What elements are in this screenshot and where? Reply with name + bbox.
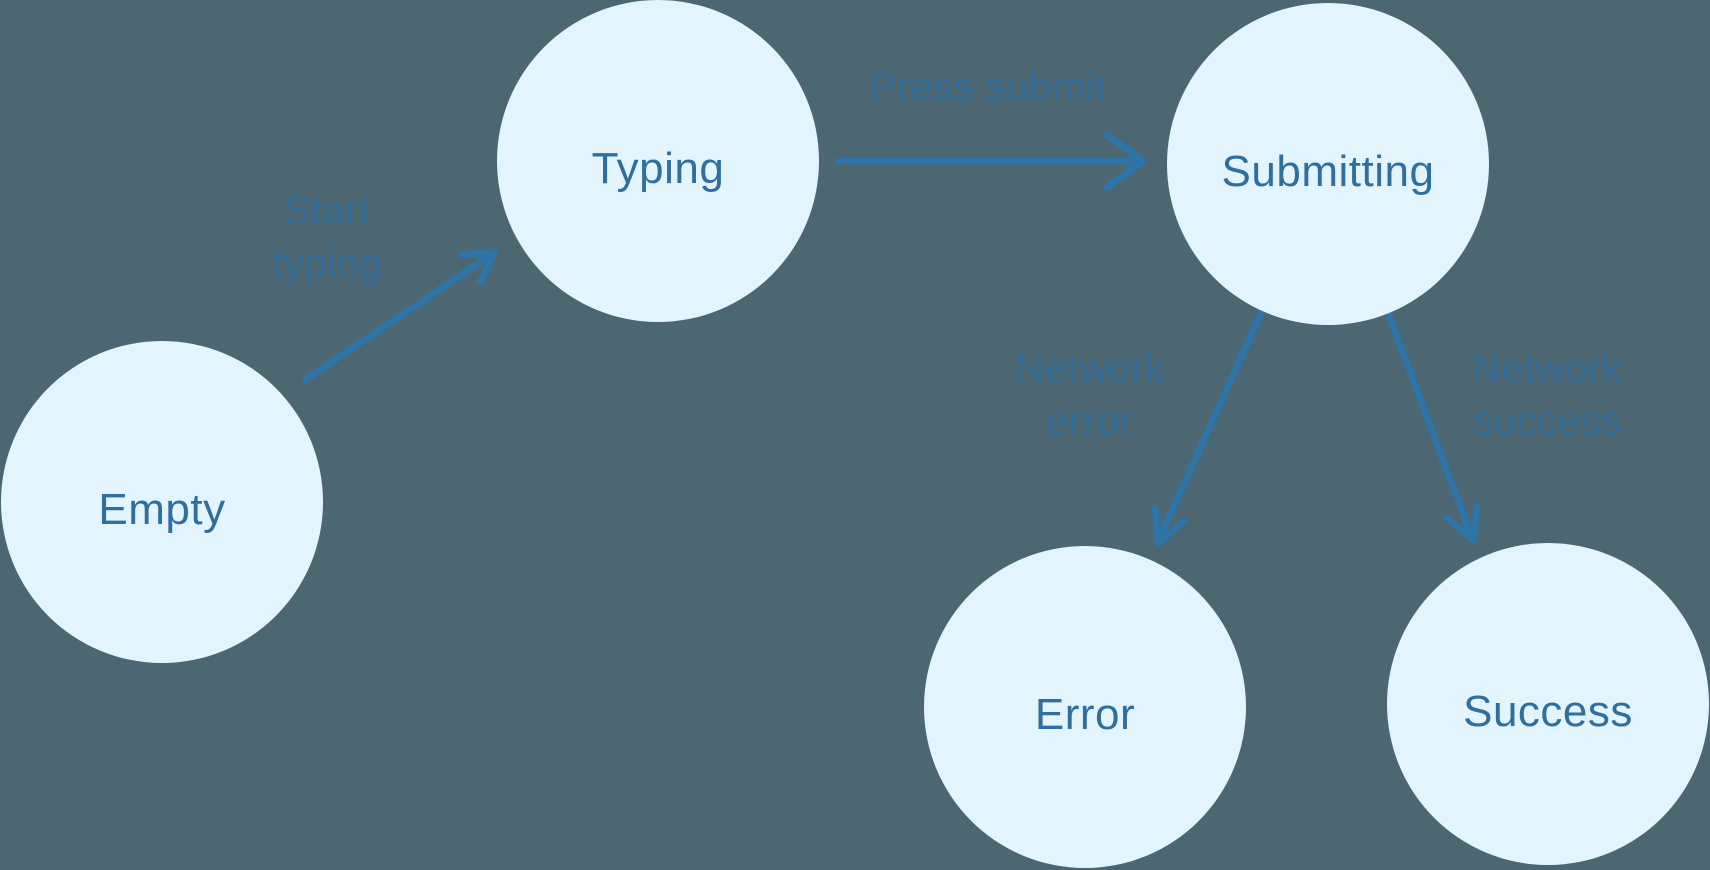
edge-label-network-error: Network error: [1015, 343, 1165, 449]
edge-label-line: Network: [1014, 347, 1166, 391]
state-node-empty: Empty: [1, 341, 323, 663]
edge-label-line: Start: [283, 189, 371, 233]
edge-arrow-press-submit: [834, 131, 1147, 191]
edge-label-line: error: [1046, 400, 1134, 444]
state-label-success: Success: [1463, 687, 1633, 736]
edge-label-network-success: Network success: [1472, 343, 1622, 449]
state-node-error: Error: [924, 546, 1246, 868]
edge-label-line: Press submit: [869, 65, 1107, 110]
edge-arrow-network-error: [1151, 307, 1266, 547]
state-label-submitting: Submitting: [1221, 147, 1435, 196]
state-label-empty: Empty: [98, 485, 226, 534]
edge-label-line: typing: [272, 242, 382, 286]
state-node-success: Success: [1387, 543, 1709, 865]
edge-arrow-network-success: [1384, 309, 1481, 544]
edge-label-line: success: [1472, 400, 1621, 444]
state-label-error: Error: [1034, 690, 1136, 739]
state-label-typing: Typing: [591, 144, 725, 193]
edge-label-press-submit: Press submit: [869, 62, 1106, 115]
edge-label-line: Network: [1471, 347, 1623, 391]
state-node-typing: Typing: [497, 0, 819, 322]
edge-label-start-typing: Start typing: [272, 185, 382, 291]
state-node-submitting: Submitting: [1167, 3, 1489, 325]
